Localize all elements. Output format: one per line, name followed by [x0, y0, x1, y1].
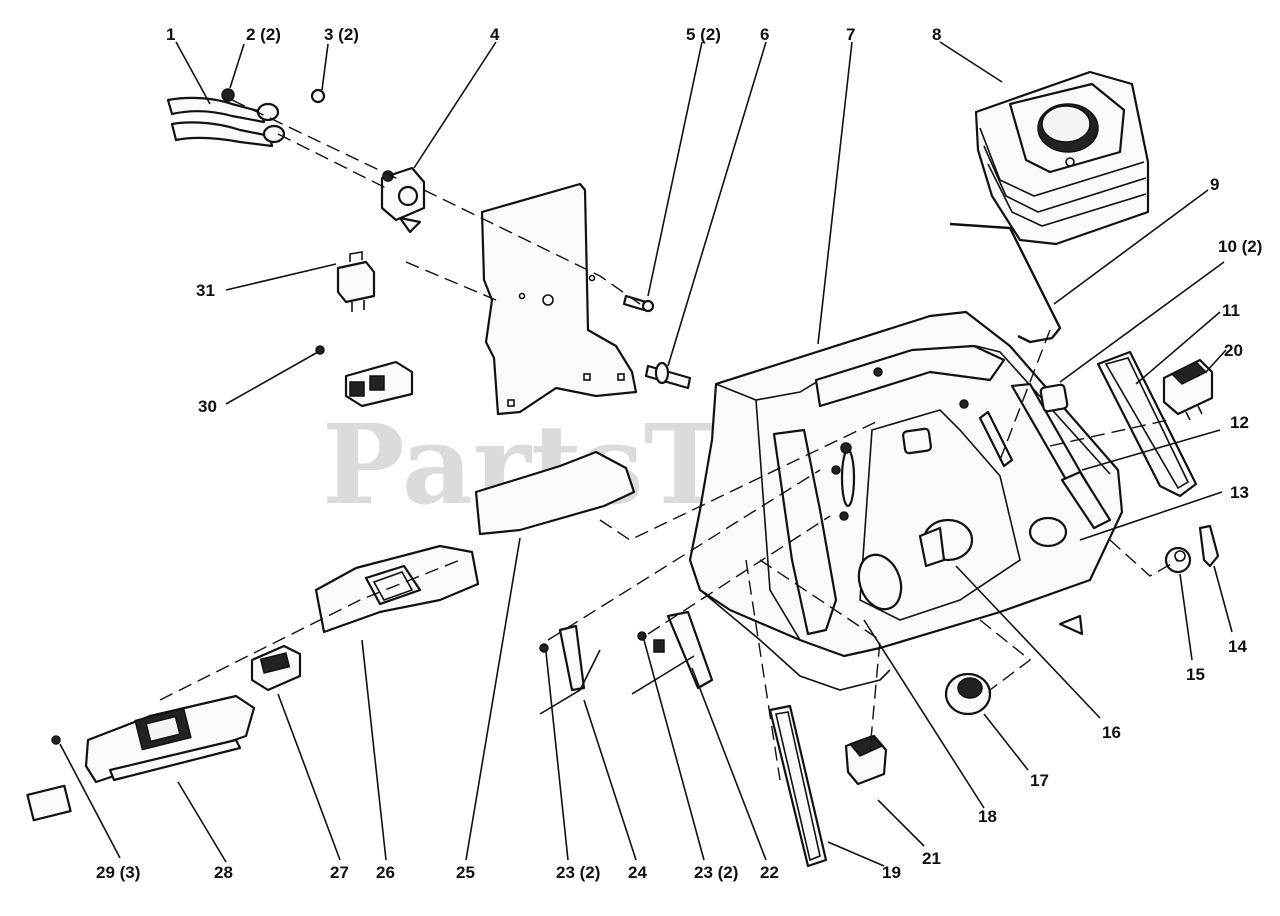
callout-23b: 23 (2) — [694, 863, 738, 882]
part-5-screw — [622, 294, 655, 313]
part-29-bulb — [26, 784, 72, 822]
alignment-lines — [159, 99, 1179, 781]
part-7-dash-panel — [688, 310, 1124, 691]
part-11-trim — [1096, 350, 1198, 498]
callout-6: 6 — [760, 25, 769, 44]
part-28-light-housing — [84, 694, 256, 784]
callout-11: 11 — [1222, 301, 1240, 320]
callout-16: 16 — [1102, 723, 1121, 742]
callout-8: 8 — [932, 25, 941, 44]
part-3-nut — [310, 88, 326, 104]
callout-12: 12 — [1230, 413, 1249, 432]
callout-2: 2 (2) — [246, 25, 281, 44]
callout-4: 4 — [490, 25, 500, 44]
part-27-lens — [250, 644, 302, 692]
part-30-connector — [315, 345, 414, 408]
part-12-strip — [1060, 470, 1112, 530]
callout-labels: 1 2 (2) 3 (2) 4 5 (2) 6 7 8 9 10 (2) 11 … — [96, 25, 1262, 882]
callout-23a: 23 (2) — [556, 863, 600, 882]
leader-lines — [59, 41, 1233, 867]
callout-14: 14 — [1228, 637, 1247, 656]
callout-5: 5 (2) — [686, 25, 721, 44]
callout-15: 15 — [1186, 665, 1205, 684]
callout-7: 7 — [846, 25, 855, 44]
callout-29: 29 (3) — [96, 863, 140, 882]
part-17-nut — [944, 672, 992, 716]
part-10-knob — [1039, 383, 1069, 413]
part-25-cover — [474, 450, 636, 536]
callout-17: 17 — [1030, 771, 1049, 790]
part-26-bezel — [314, 544, 480, 634]
part-9-rod — [949, 222, 1062, 344]
callout-31: 31 — [196, 281, 215, 300]
part-8-shift-boot — [974, 70, 1150, 246]
callout-27: 27 — [330, 863, 349, 882]
part-20-rocker-switch — [1162, 358, 1214, 421]
mounting-bracket — [480, 182, 638, 416]
part-31-relay — [336, 251, 376, 312]
part-21-switch — [844, 734, 888, 786]
callout-13: 13 — [1230, 483, 1249, 502]
callout-10: 10 (2) — [1218, 237, 1262, 256]
part-22-lever — [631, 610, 714, 695]
callout-30: 30 — [198, 397, 217, 416]
part-29-screw — [51, 735, 61, 745]
callout-9: 9 — [1210, 175, 1219, 194]
callout-20: 20 — [1224, 341, 1243, 360]
part-14-clip — [1198, 524, 1220, 568]
callout-25: 25 — [456, 863, 475, 882]
callout-1: 1 — [166, 25, 175, 44]
callout-28: 28 — [214, 863, 233, 882]
callout-22: 22 — [760, 863, 779, 882]
part-16-ignition-switch — [918, 518, 974, 568]
part-1-cables — [166, 96, 286, 148]
part-6-shaft — [644, 361, 692, 390]
part-2-nut — [221, 88, 235, 102]
callout-24: 24 — [628, 863, 647, 882]
part-4-solenoid — [380, 166, 426, 234]
part-24-lever — [539, 624, 601, 715]
callout-3: 3 (2) — [324, 25, 359, 44]
callout-26: 26 — [376, 863, 395, 882]
callout-18: 18 — [978, 807, 997, 826]
callout-21: 21 — [922, 849, 941, 868]
callout-19: 19 — [882, 863, 901, 882]
